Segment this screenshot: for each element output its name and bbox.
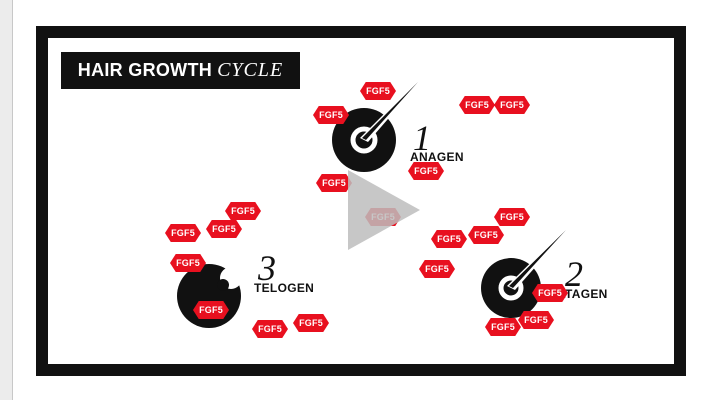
video-frame: HAIR GROWTH CYCLE 1 ANAGEN 2 CATAGEN 3 T bbox=[36, 26, 686, 376]
fgf5-badge: FGF5 bbox=[360, 82, 396, 100]
fgf5-badge: FGF5 bbox=[193, 301, 229, 319]
play-icon[interactable] bbox=[348, 170, 420, 250]
fgf5-badge: FGF5 bbox=[316, 174, 352, 192]
fgf5-badge: FGF5 bbox=[419, 260, 455, 278]
diagram-title: HAIR GROWTH CYCLE bbox=[61, 52, 300, 89]
left-edge-strip bbox=[0, 0, 13, 400]
title-bold-part: HAIR GROWTH bbox=[77, 60, 213, 80]
title-italic-part: CYCLE bbox=[217, 59, 284, 81]
stage-label-anagen: ANAGEN bbox=[410, 150, 464, 164]
fgf5-badge: FGF5 bbox=[206, 220, 242, 238]
fgf5-badge: FGF5 bbox=[225, 202, 261, 220]
fgf5-badge: FGF5 bbox=[459, 96, 495, 114]
fgf5-badge: FGF5 bbox=[165, 224, 201, 242]
stage-number-1: 1 bbox=[413, 118, 431, 158]
stage-number-2: 2 bbox=[565, 254, 583, 294]
fgf5-badge: FGF5 bbox=[431, 230, 467, 248]
fgf5-badge: FGF5 bbox=[252, 320, 288, 338]
stage-number-3: 3 bbox=[258, 248, 276, 288]
fgf5-badge: FGF5 bbox=[468, 226, 504, 244]
fgf5-badge: FGF5 bbox=[485, 318, 521, 336]
fgf5-badge: FGF5 bbox=[313, 106, 349, 124]
fgf5-badge: FGF5 bbox=[408, 162, 444, 180]
anagen-follicle-icon bbox=[332, 80, 420, 172]
fgf5-badge: FGF5 bbox=[494, 96, 530, 114]
diagram-canvas: HAIR GROWTH CYCLE 1 ANAGEN 2 CATAGEN 3 T bbox=[48, 38, 674, 364]
fgf5-badge: FGF5 bbox=[170, 254, 206, 272]
fgf5-badge: FGF5 bbox=[494, 208, 530, 226]
fgf5-badge: FGF5 bbox=[518, 311, 554, 329]
catagen-follicle-icon bbox=[481, 228, 568, 318]
fgf5-badge: FGF5 bbox=[532, 284, 568, 302]
stage-label-telogen: TELOGEN bbox=[254, 281, 315, 295]
fgf5-badge: FGF5 bbox=[293, 314, 329, 332]
